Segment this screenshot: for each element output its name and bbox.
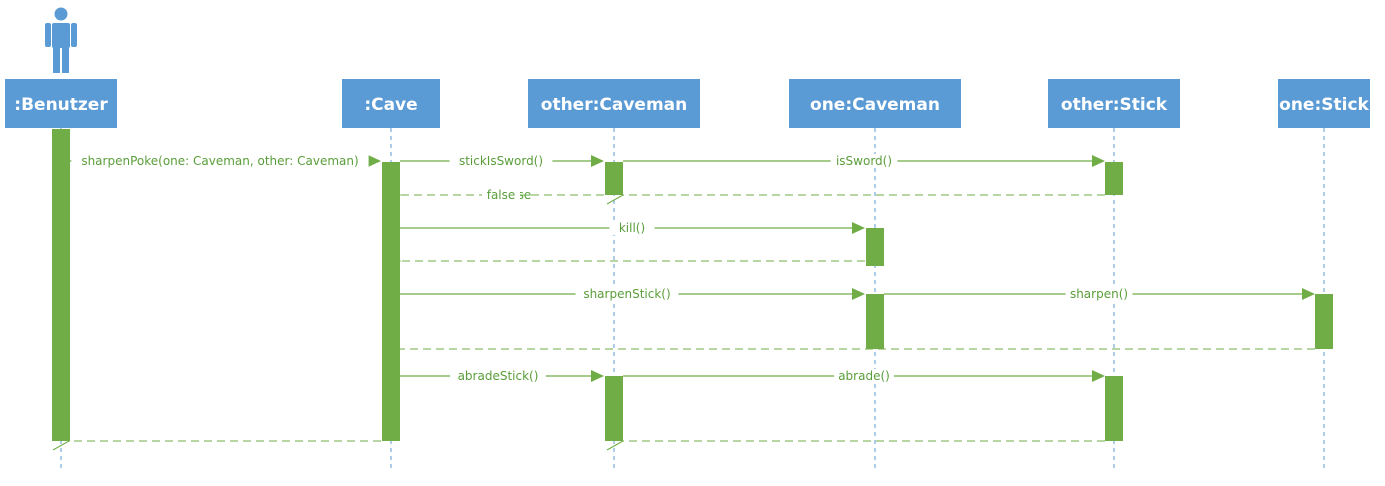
activation-bar-other_caveman bbox=[605, 376, 623, 441]
return-message bbox=[52, 431, 381, 451]
message-label: false bbox=[487, 188, 516, 202]
message-label: isSword() bbox=[836, 154, 892, 168]
activation-bar-other_stick bbox=[1105, 376, 1123, 441]
participant-other_caveman: other:Caveman bbox=[528, 79, 700, 128]
arrowhead-open-icon bbox=[383, 251, 402, 271]
message-label-bg bbox=[449, 154, 553, 168]
call-message: stickIsSword() bbox=[400, 154, 604, 168]
call-message: sharpen() bbox=[884, 287, 1315, 301]
message-label-bg bbox=[830, 154, 898, 168]
call-message: sharpenStick() bbox=[400, 287, 865, 301]
message-label: abradeStick() bbox=[458, 369, 539, 383]
participant-one_stick: one:Stick bbox=[1278, 79, 1370, 128]
participant-label: :Benutzer bbox=[14, 95, 108, 115]
message-label: sharpen() bbox=[1070, 287, 1128, 301]
participant-box bbox=[342, 79, 440, 128]
arrowhead-open-icon bbox=[383, 185, 402, 205]
participant-box bbox=[789, 79, 961, 128]
actor-group bbox=[45, 7, 77, 73]
arrowhead-open-icon bbox=[52, 431, 71, 451]
participant-box bbox=[1048, 79, 1180, 128]
participant-other_stick: other:Stick bbox=[1048, 79, 1180, 128]
activation-bar-one_caveman bbox=[866, 294, 884, 349]
activation-bar-benutzer bbox=[52, 129, 70, 441]
arrowhead-filled-icon bbox=[368, 155, 381, 167]
message-label-bg bbox=[575, 287, 679, 301]
arrowhead-filled-icon bbox=[852, 288, 865, 300]
return-message bbox=[383, 251, 865, 271]
message-label-bg bbox=[609, 221, 655, 235]
participant-box bbox=[528, 79, 700, 128]
participant-benutzer: :Benutzer bbox=[5, 79, 117, 128]
activation-bar-one_caveman bbox=[866, 228, 884, 266]
lifelines bbox=[60, 128, 1325, 472]
activation-bars bbox=[52, 129, 1333, 441]
arrowhead-filled-icon bbox=[1302, 288, 1315, 300]
arrowhead-filled-icon bbox=[591, 370, 604, 382]
participant-label: one:Caveman bbox=[810, 95, 940, 115]
activation-bar-cave bbox=[382, 162, 400, 441]
call-message: sharpenPoke(one: Caveman, other: Caveman… bbox=[69, 154, 381, 168]
message-label-bg bbox=[1065, 287, 1133, 301]
message-label: kill() bbox=[619, 221, 645, 235]
call-message: abrade() bbox=[623, 369, 1105, 383]
arrowhead-open-icon bbox=[606, 431, 625, 451]
call-message: kill() bbox=[400, 221, 865, 235]
participant-label: one:Stick bbox=[1279, 95, 1369, 115]
participant-label: other:Stick bbox=[1061, 95, 1168, 115]
person-icon bbox=[45, 7, 77, 73]
activation-bar-other_stick bbox=[1105, 162, 1123, 195]
arrowhead-filled-icon bbox=[591, 155, 604, 167]
activation-bar-one_stick bbox=[1315, 294, 1333, 349]
participant-box bbox=[1278, 79, 1370, 128]
return-message bbox=[606, 431, 1105, 451]
return-message: false bbox=[383, 185, 604, 205]
messages: sharpenPoke(one: Caveman, other: Caveman… bbox=[52, 154, 1315, 451]
arrowhead-open-icon bbox=[383, 339, 402, 359]
participant-label: other:Caveman bbox=[541, 95, 687, 115]
arrowhead-filled-icon bbox=[1092, 155, 1105, 167]
participant-one_caveman: one:Caveman bbox=[789, 79, 961, 128]
message-label-bg bbox=[450, 369, 546, 383]
activation-bar-other_caveman bbox=[605, 162, 623, 195]
participant-headers: :Benutzer :Cave other:Caveman one:Caveman ot… bbox=[5, 79, 1370, 128]
message-label-bg bbox=[834, 369, 894, 383]
participant-label: :Cave bbox=[364, 95, 417, 115]
call-message: isSword() bbox=[623, 154, 1105, 168]
participant-box bbox=[5, 79, 117, 128]
call-message: abradeStick() bbox=[400, 369, 604, 383]
message-label: stickIsSword() bbox=[459, 154, 543, 168]
arrowhead-filled-icon bbox=[852, 222, 865, 234]
participant-cave: :Cave bbox=[342, 79, 440, 128]
return-message bbox=[383, 339, 1315, 359]
message-label-bg bbox=[482, 188, 520, 202]
message-label: sharpenPoke(one: Caveman, other: Caveman… bbox=[81, 154, 358, 168]
arrowhead-open-icon bbox=[606, 185, 625, 205]
arrowhead-filled-icon bbox=[1092, 370, 1105, 382]
message-label-bg bbox=[71, 154, 369, 168]
message-label: sharpenStick() bbox=[583, 287, 670, 301]
message-label: abrade() bbox=[838, 369, 890, 383]
